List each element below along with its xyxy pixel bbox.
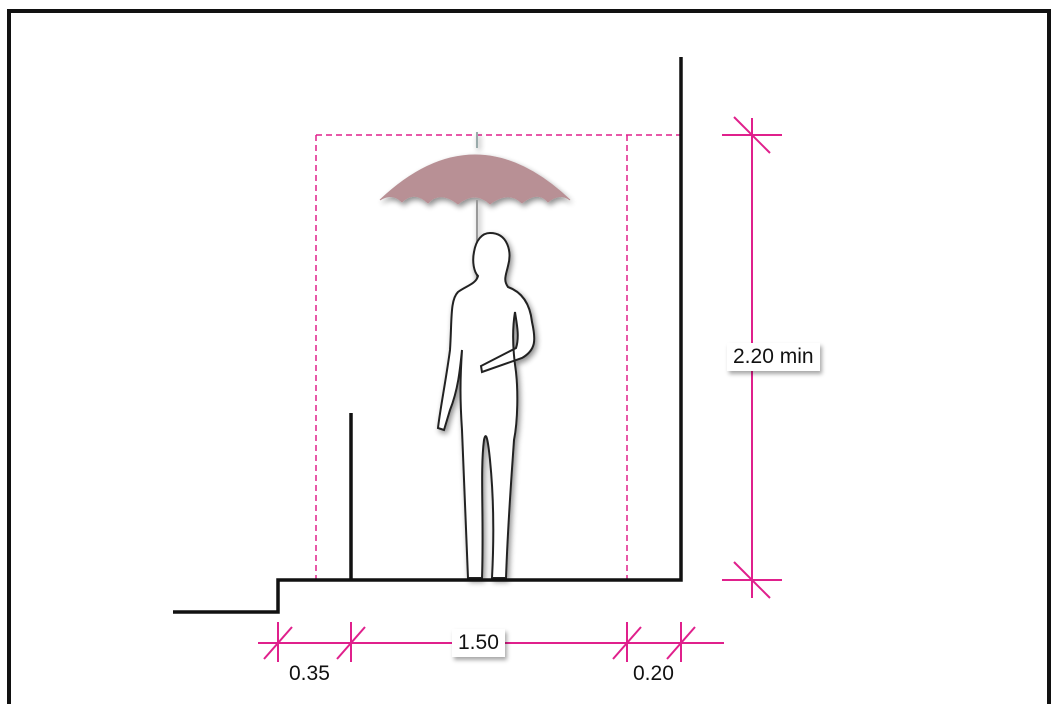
height-dimension-label: 2.20 min <box>727 343 820 371</box>
dimension-tick-icon <box>263 626 293 660</box>
right-offset-label: 0.20 <box>633 662 674 685</box>
dimension-tick-icon <box>733 116 771 154</box>
wall-and-ground <box>173 57 683 614</box>
umbrella-icon <box>379 132 571 360</box>
dimension-tick-icon <box>612 626 642 660</box>
clearance-envelope <box>315 134 680 580</box>
person-figure-icon <box>436 231 536 579</box>
width-dimension-label: 1.50 <box>452 629 505 657</box>
dimension-tick-icon <box>733 561 771 599</box>
left-offset-label: 0.35 <box>289 662 330 685</box>
dimension-tick-icon <box>666 626 696 660</box>
dimension-tick-icon <box>336 626 366 660</box>
drawing-frame <box>7 9 1051 704</box>
